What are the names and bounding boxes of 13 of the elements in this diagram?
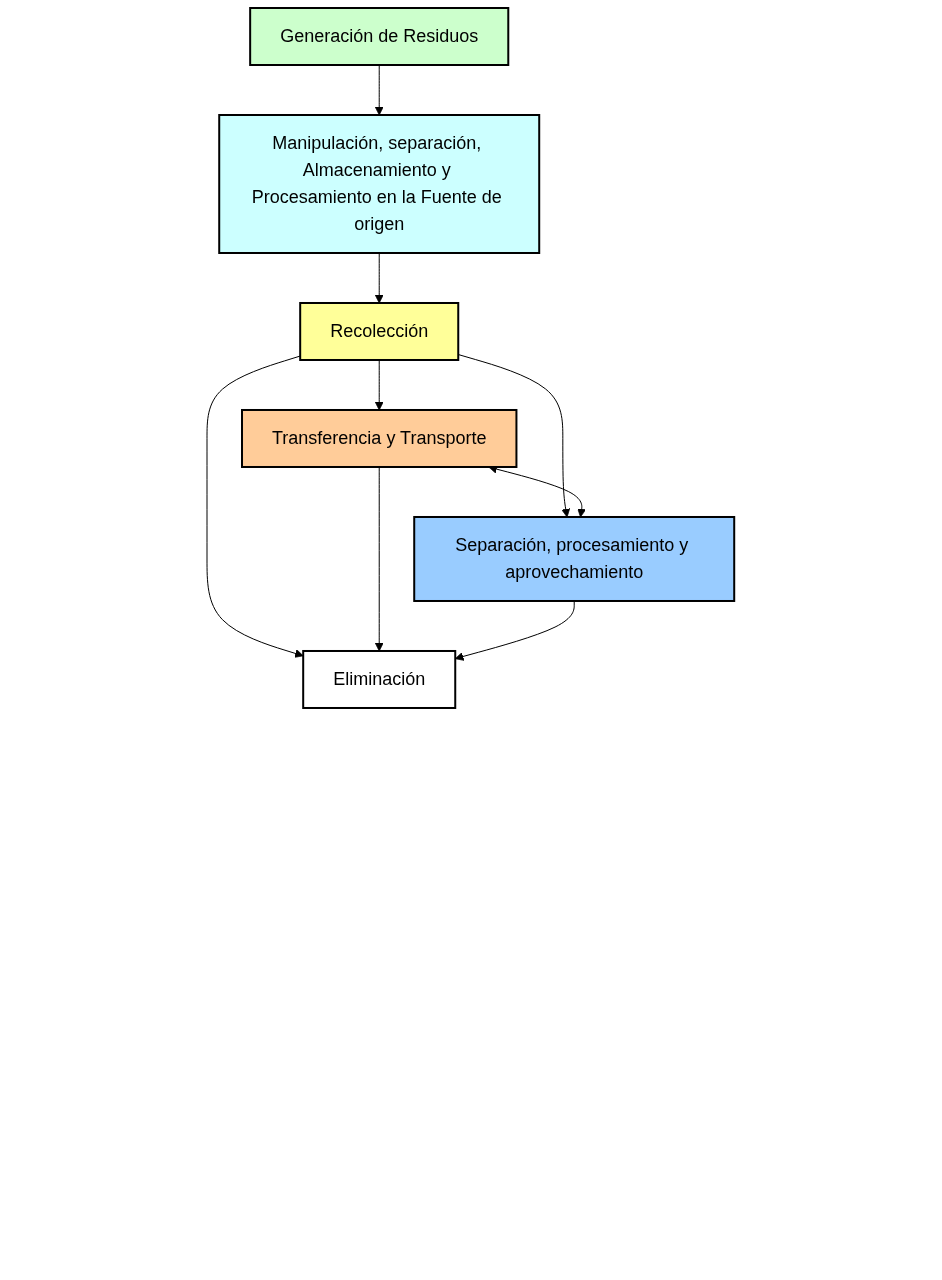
arrow	[375, 466, 384, 652]
node-box: Transferencia y Transporte	[241, 409, 518, 468]
arrow	[458, 354, 571, 518]
arrow	[375, 359, 384, 411]
node-box: Eliminación	[302, 650, 457, 709]
arrow	[375, 252, 384, 304]
arrow	[375, 64, 384, 116]
node-box: Recolección	[299, 302, 460, 361]
node-box: Separación, procesamiento y aprovechamiento	[413, 516, 736, 602]
arrow	[206, 355, 304, 658]
node-box: Generación de Residuos	[249, 7, 510, 66]
node-box: Manipulación, separación, Almacenamiento y Procesamiento en la Fuente de origen	[218, 114, 541, 254]
arrow	[455, 600, 576, 661]
